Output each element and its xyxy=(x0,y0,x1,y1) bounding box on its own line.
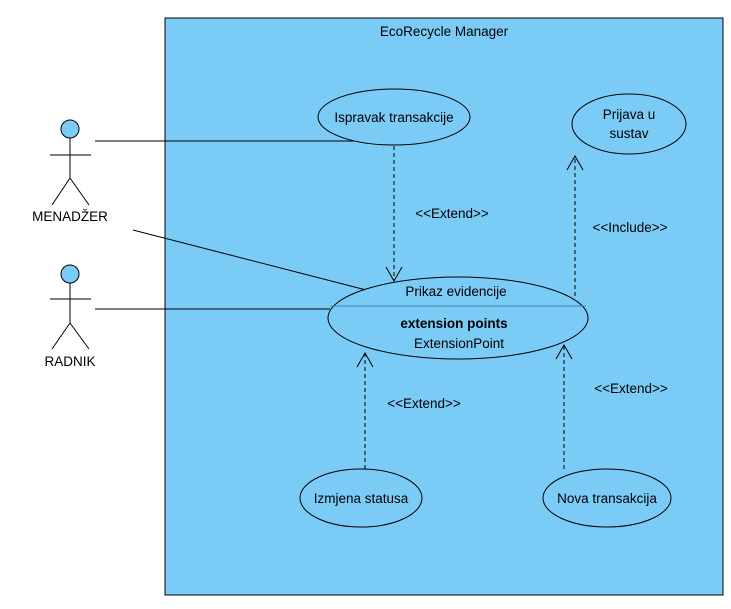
extend-ispravak-to-prikaz: <<Extend>> xyxy=(385,146,489,283)
actor-stick-figure-icon xyxy=(50,119,91,206)
actor-stick-figure-icon xyxy=(50,264,91,350)
actor-menadzer[interactable]: MENADŽER xyxy=(32,119,108,224)
actor-label-menadzer: MENADŽER xyxy=(32,209,108,224)
system-title: EcoRecycle Manager xyxy=(380,24,509,39)
use-case-label: Nova transakcija xyxy=(557,491,657,506)
use-case-label: Prikaz evidencije xyxy=(405,284,506,299)
actor-label-radnik: RADNIK xyxy=(44,354,95,369)
include-label: <<Include>> xyxy=(592,220,667,235)
use-case-izmjena-statusa[interactable]: Izmjena statusa xyxy=(299,468,423,528)
association-menadzer-prikaz xyxy=(132,229,371,292)
extension-point: ExtensionPoint xyxy=(414,336,504,351)
use-case-nova-transakcija[interactable]: Nova transakcija xyxy=(542,468,672,528)
use-case-label-line2: sustav xyxy=(609,126,648,141)
extend-label: <<Extend>> xyxy=(594,381,668,396)
use-case-label: Ispravak transakcije xyxy=(334,110,453,125)
extension-points-heading: extension points xyxy=(400,316,507,331)
use-case-prijava-u-sustav[interactable]: Prijava u sustav xyxy=(571,93,687,155)
use-case-prikaz-evidencije[interactable]: Prikaz evidencije extension points Exten… xyxy=(327,276,589,360)
use-case-label-line1: Prijava u xyxy=(603,107,656,122)
extend-izmjena-to-prikaz: <<Extend>> xyxy=(356,351,461,469)
extend-label: <<Extend>> xyxy=(387,396,461,411)
use-case-ispravak-transakcije[interactable]: Ispravak transakcije xyxy=(317,88,471,146)
actor-radnik[interactable]: RADNIK xyxy=(44,264,96,369)
use-case-label: Izmjena statusa xyxy=(314,491,409,506)
extend-label: <<Extend>> xyxy=(415,206,489,221)
extend-nova-to-prikaz: <<Extend>> xyxy=(555,343,668,469)
include-prikaz-to-prijava: <<Include>> xyxy=(566,154,668,296)
